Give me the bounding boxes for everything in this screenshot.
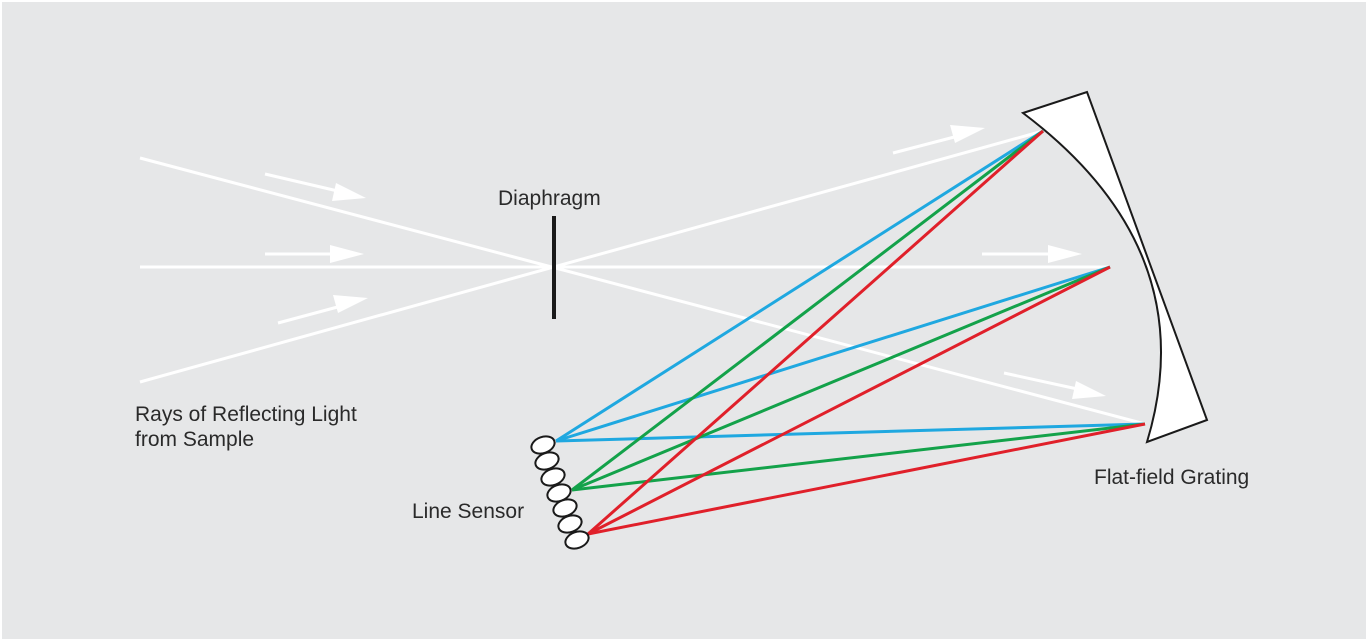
arrow-middle-right bbox=[982, 245, 1082, 263]
flat-field-grating bbox=[1020, 90, 1209, 444]
sensor-element bbox=[534, 451, 560, 471]
ray-upper bbox=[139, 156, 1146, 426]
line-sensor-label: Line Sensor bbox=[412, 500, 525, 523]
sensor-element bbox=[564, 530, 590, 550]
direction-arrows bbox=[264, 125, 1106, 399]
diaphragm-label: Diaphragm bbox=[498, 187, 601, 210]
rays-label-line1: Rays of Reflecting Light bbox=[135, 403, 357, 426]
rays-label-line2: from Sample bbox=[135, 428, 255, 451]
green-rays bbox=[571, 129, 1146, 492]
sensor-element bbox=[557, 514, 583, 534]
incident-rays bbox=[139, 129, 1146, 426]
grating-label: Flat-field Grating bbox=[1094, 466, 1250, 489]
sensor-element bbox=[540, 467, 566, 487]
arrow-middle-left bbox=[265, 245, 364, 263]
arrow-lower-left bbox=[277, 295, 368, 325]
red-rays bbox=[587, 129, 1146, 536]
line-sensor bbox=[530, 435, 590, 550]
arrow-upper-left bbox=[264, 172, 366, 201]
ray-lower bbox=[139, 129, 1044, 384]
blue-rays bbox=[555, 129, 1146, 443]
arrow-upper-right bbox=[892, 125, 985, 155]
arrow-lower-right bbox=[1003, 371, 1106, 399]
